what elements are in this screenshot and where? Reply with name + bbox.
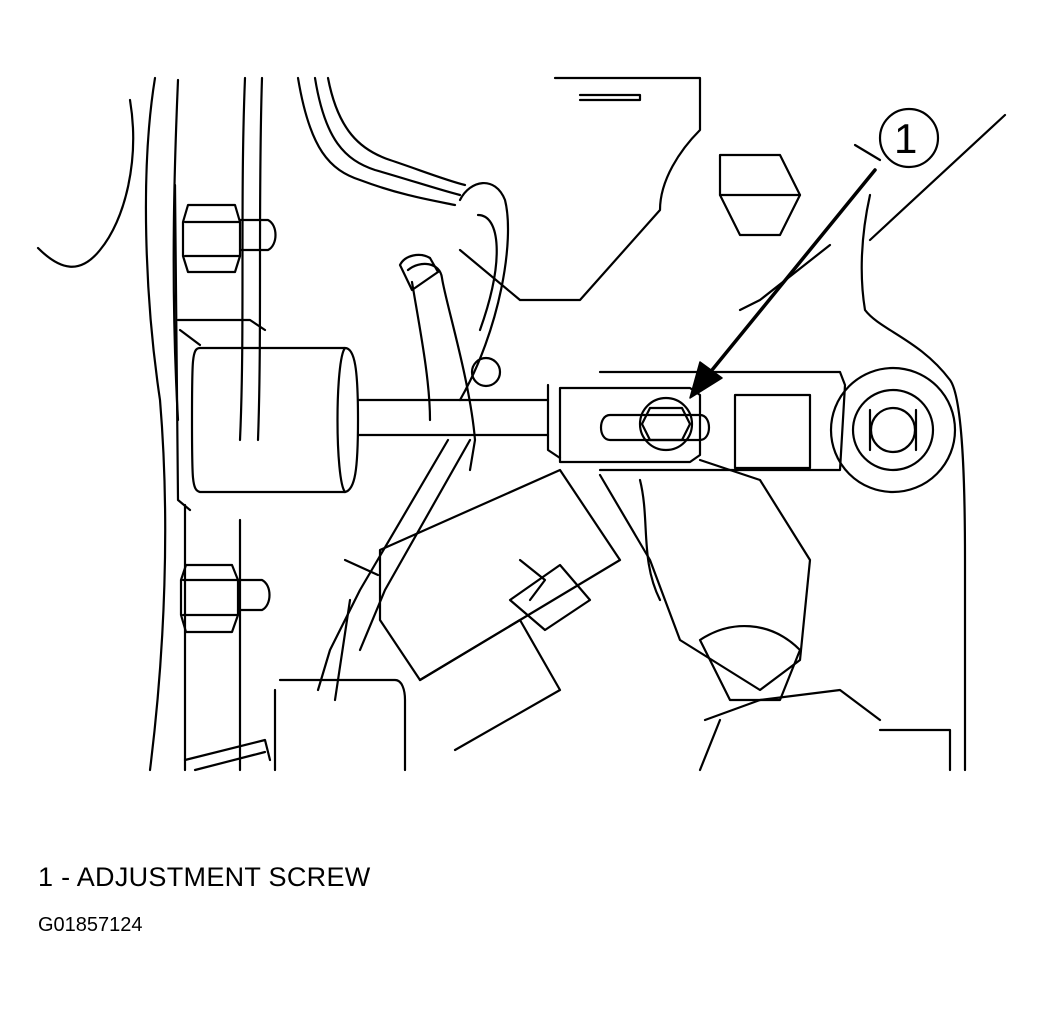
shift-rod xyxy=(356,383,562,460)
legend-text: 1 - ADJUSTMENT SCREW xyxy=(38,862,371,892)
figure-code: G01857124 xyxy=(38,914,143,936)
end-bushing xyxy=(829,366,957,494)
lower-boot xyxy=(183,678,407,772)
linkage-diagram: 1 xyxy=(36,76,1007,772)
lower-nut xyxy=(179,563,271,634)
adjustment-block xyxy=(558,370,847,472)
upper-bracket xyxy=(458,76,1007,772)
adjustment-screw xyxy=(638,396,694,452)
left-body-panel xyxy=(36,76,467,772)
callout-1: 1 xyxy=(878,107,940,169)
leader-arrow xyxy=(689,168,877,399)
wire-connector xyxy=(378,458,952,772)
upper-nut xyxy=(181,203,277,274)
center-cable xyxy=(316,182,510,702)
callout-number: 1 xyxy=(894,115,917,162)
callout-circle xyxy=(878,107,940,169)
cable-housing xyxy=(176,318,360,494)
